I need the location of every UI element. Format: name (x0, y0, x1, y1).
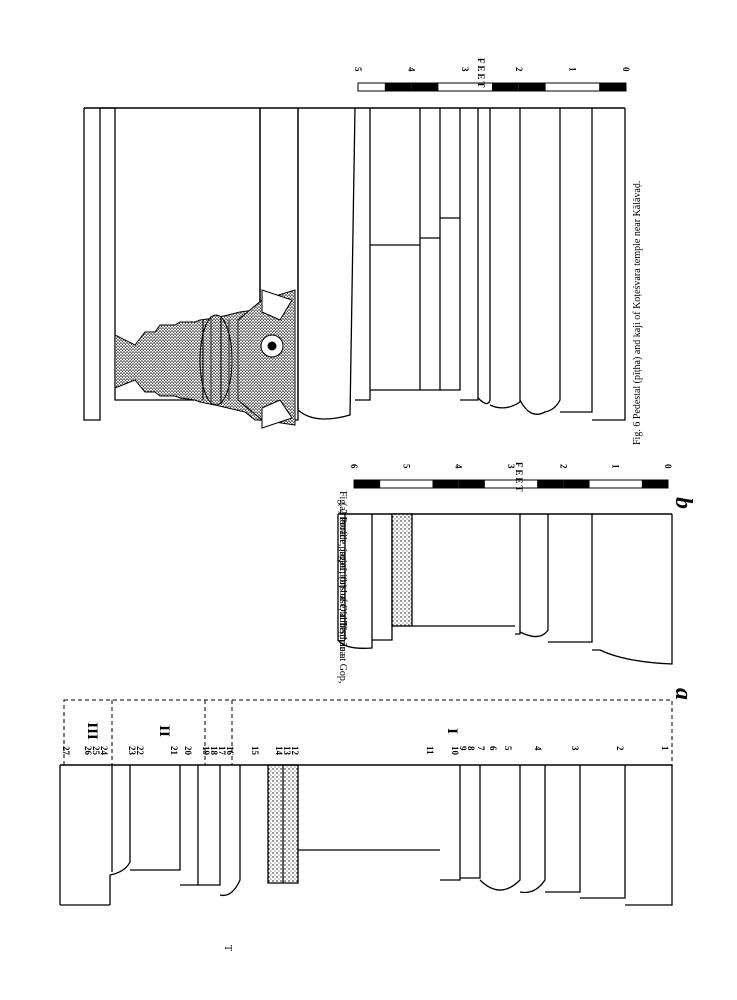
scale-fig6-tick-labels: 0 1 2 3 4 5 (353, 67, 631, 72)
moulding-number: 4 (533, 746, 543, 751)
moulding-number: 12 (290, 746, 300, 756)
moulding-number: 10 (450, 746, 460, 756)
moulding-number: 27 (61, 746, 71, 756)
scale-tick-label: 1 (611, 464, 621, 469)
moulding-number: 8 (466, 746, 476, 751)
moulding-number: 15 (250, 746, 260, 756)
moulding-number: 26 (83, 746, 93, 756)
scale-tick-label: 2 (558, 464, 568, 469)
fig6-caption: Fig. 6 Pedestal (pīṭha) and kaji of Koṭe… (632, 181, 643, 445)
fig2-letter-a: a (670, 688, 696, 700)
scale-segment (641, 480, 668, 488)
scale-tick-label: 0 (663, 464, 673, 469)
moulding-number: 2 (615, 746, 625, 751)
profile-b-drawing (337, 513, 673, 665)
moulding-number: 16 (225, 746, 235, 756)
scale-fig6-label: FEET (476, 58, 486, 90)
moulding-number: 19 (201, 746, 211, 756)
scale-segment (518, 83, 546, 91)
moulding-number: 14 (274, 746, 284, 756)
fig2-caption-line2: (a) terrace, jagatī; (b) base, adhiṣṭhān… (337, 503, 348, 658)
moulding-number: 22 (135, 746, 145, 756)
scale-segment (354, 480, 381, 488)
scale-segment (432, 480, 459, 488)
zone-label-III: III (84, 722, 100, 740)
page-folio: T (222, 945, 233, 951)
moulding-number: 1 (660, 746, 670, 751)
scale-tick-label: 0 (621, 67, 631, 72)
scale-tick-label: 4 (407, 67, 417, 72)
moulding-number: 20 (183, 746, 193, 756)
moulding-number: 11 (425, 746, 435, 755)
zone-frame (63, 699, 673, 766)
scale-segment (563, 480, 590, 488)
moulding-number: 7 (476, 746, 486, 751)
scale-bar-fig6 (357, 82, 627, 92)
moulding-number: 17 (217, 746, 227, 756)
scale-tick-label: 3 (460, 67, 470, 72)
moulding-number: 18 (209, 746, 219, 756)
scale-bar-b (353, 479, 669, 489)
fig2-caption-line1: Fig. 2 Profile projections of Old Temple… (337, 491, 348, 683)
scale-tick-label: 1 (567, 67, 577, 72)
scale-tick-label: 3 (506, 464, 516, 469)
fig2-letter-b: b (670, 497, 696, 509)
moulding-number: 9 (458, 746, 468, 751)
moulding-number-labels: 1234567891011121314151617181920212223242… (61, 746, 670, 756)
moulding-number: 23 (127, 746, 137, 756)
scale-b-tick-labels: 0 1 2 3 4 5 6 (349, 464, 673, 469)
scale-segment (599, 83, 626, 91)
scale-tick-label: 5 (401, 464, 411, 469)
zone-label-II: II (156, 725, 172, 737)
scale-segment (411, 83, 439, 91)
moulding-number: 25 (91, 746, 101, 756)
moulding-number: 3 (570, 746, 580, 751)
scale-segment (384, 83, 412, 91)
moulding-number: 21 (169, 746, 179, 756)
profile-a-drawing (59, 764, 673, 906)
moulding-number: 13 (282, 746, 292, 756)
fig6-baluster-ornament (114, 289, 296, 429)
scale-b-label: FEET (514, 462, 524, 494)
scale-segment (537, 480, 564, 488)
scale-segment (458, 480, 485, 488)
scale-segment (492, 83, 519, 91)
moulding-number: 24 (99, 746, 109, 756)
scale-tick-label: 4 (454, 464, 464, 469)
zone-label-I: I (444, 728, 460, 734)
moulding-number: 5 (503, 746, 513, 751)
scale-tick-label: 5 (353, 67, 363, 72)
scale-tick-label: 2 (514, 67, 524, 72)
scale-tick-label: 6 (349, 464, 359, 469)
moulding-number: 6 (488, 746, 498, 751)
